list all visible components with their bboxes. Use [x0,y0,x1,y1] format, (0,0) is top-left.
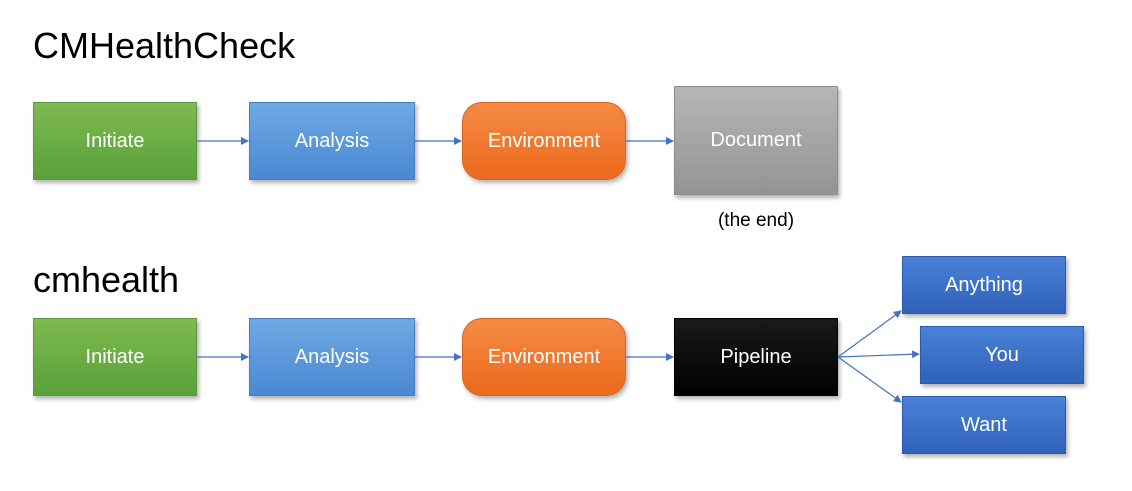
step-environment: Environment [462,102,626,180]
step-label: Pipeline [720,345,792,368]
diagram-title-cmhealth: cmhealth [33,259,180,300]
step-initiate: Initiate [33,318,197,396]
step-label: Environment [487,129,601,152]
output-label: You [985,343,1019,366]
step-analysis: Analysis [249,102,415,180]
diagram-title-cmhealthcheck: CMHealthCheck [33,25,296,66]
output-anything: Anything [902,256,1066,314]
arrow-pipeline-to-you [837,350,920,359]
step-environment: Environment [462,318,626,396]
end-caption: (the end) [717,210,795,231]
step-pipeline: Pipeline [674,318,838,396]
output-you: You [920,326,1084,384]
step-label: Analysis [294,129,370,152]
step-document: Document [674,86,838,195]
step-label: Initiate [85,129,145,152]
output-want: Want [902,396,1066,454]
step-label: Initiate [85,345,145,368]
step-label: Analysis [294,345,370,368]
output-label: Want [961,413,1007,436]
arrow-pipeline-to-want [837,356,902,403]
step-initiate: Initiate [33,102,197,180]
step-analysis: Analysis [249,318,415,396]
step-label: Document [710,129,802,151]
arrow-pipeline-to-anything [837,310,902,358]
step-label: Environment [487,345,601,368]
output-label: Anything [945,273,1023,296]
